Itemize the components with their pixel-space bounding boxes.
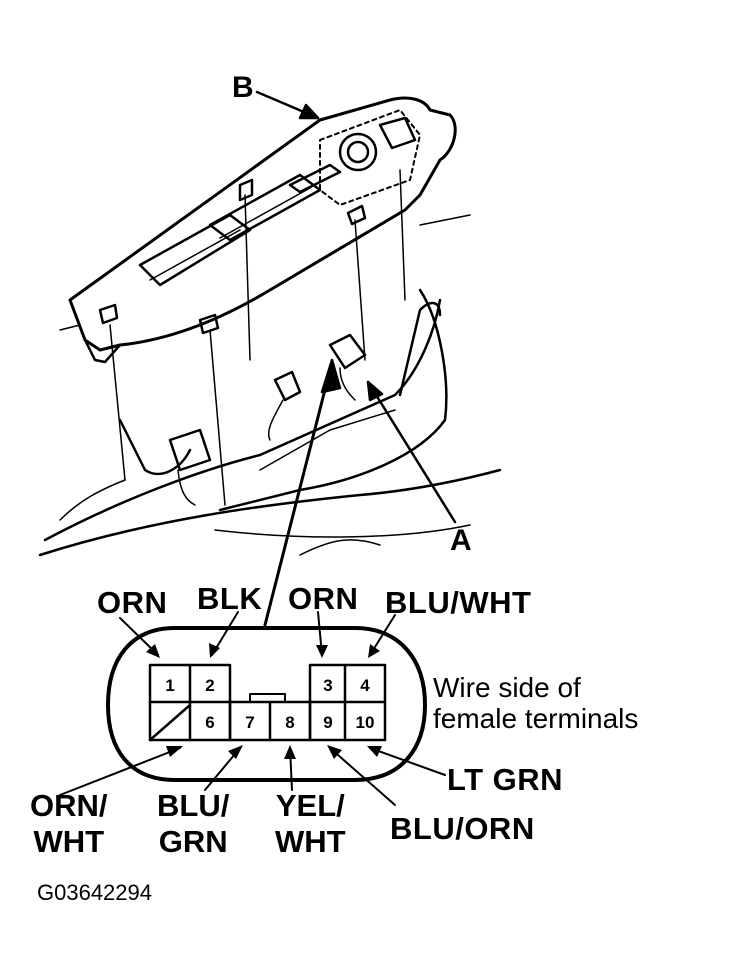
callout-a-label: A <box>450 524 472 557</box>
terminal-numbers: 1 2 3 4 6 7 8 9 10 <box>165 676 374 732</box>
wire-label-terminal-8-line1: YEL/ <box>275 788 345 823</box>
power-window-switch-panel <box>68 96 457 364</box>
terminal-8: 8 <box>285 713 294 732</box>
wire-label-terminal-2: BLK <box>197 581 263 616</box>
terminal-7: 7 <box>245 713 254 732</box>
wire-label-terminal-5-line2: WHT <box>33 824 105 859</box>
connector-view-note: Wire side of female terminals <box>433 672 639 734</box>
wire-label-terminal-4: BLU/WHT <box>385 585 532 620</box>
wire-label-terminal-8-line2: WHT <box>275 824 346 859</box>
terminal-10: 10 <box>356 713 375 732</box>
terminal-3: 3 <box>323 676 332 695</box>
wire-label-terminal-5-line1: ORN/ <box>30 788 108 823</box>
connector-face-outline <box>106 626 427 782</box>
terminal-6: 6 <box>205 713 214 732</box>
connector-a-illustration <box>168 333 367 506</box>
terminal-4: 4 <box>360 676 370 695</box>
wire-label-terminal-8: YEL/ WHT <box>275 788 346 860</box>
wire-label-terminal-6-line2: GRN <box>158 824 228 859</box>
wire-label-terminal-1: ORN <box>97 585 168 620</box>
terminal-leader-lines <box>59 611 446 806</box>
terminal-2: 2 <box>205 676 214 695</box>
figure-id: G03642294 <box>37 880 152 905</box>
wire-label-terminal-9: BLU/ORN <box>390 811 535 846</box>
door-trim-illustration <box>38 288 502 557</box>
wire-label-terminal-5: ORN/ WHT <box>30 788 108 860</box>
mounting-guide-lines <box>59 169 471 506</box>
wire-label-terminal-6-line1: BLU/ <box>157 788 230 823</box>
wire-label-terminal-10: LT GRN <box>447 762 564 797</box>
terminal-9: 9 <box>323 713 332 732</box>
terminal-1: 1 <box>165 676 174 695</box>
wire-label-terminal-6: BLU/ GRN <box>157 788 229 860</box>
wire-label-terminal-3: ORN <box>288 581 359 616</box>
callout-b-label: B <box>232 71 254 104</box>
